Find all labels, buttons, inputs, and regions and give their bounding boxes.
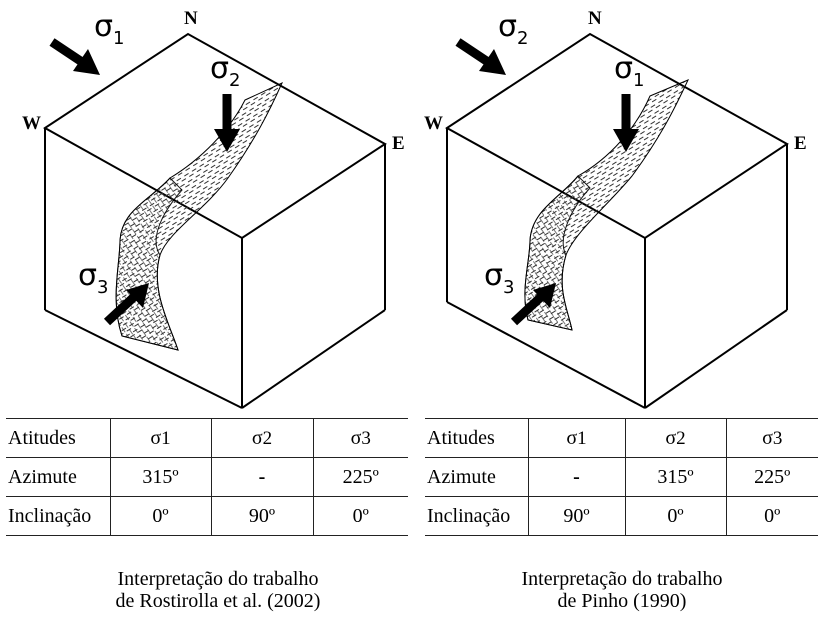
table-row: Azimute - 315º 225º [425,458,818,497]
north-label: N [588,8,602,29]
sigma1-label: σ1 [614,51,644,91]
header-atitudes: Atitudes [425,419,528,458]
cell-azimute-sigma1: 315º [110,458,211,497]
cell-azimute-sigma2: 315º [625,458,726,497]
cell-inclinacao-sigma2: 90º [211,497,313,536]
west-label: W [424,113,443,134]
row-label-inclinacao: Inclinação [6,497,110,536]
sigma3-label: σ3 [484,258,514,298]
header-sigma1: σ1 [110,419,211,458]
block-outline [447,34,787,408]
west-label: W [22,113,41,134]
header-sigma3: σ3 [313,419,408,458]
table-header-row: Atitudes σ1 σ2 σ3 [6,419,408,458]
cell-inclinacao-sigma3: 0º [726,497,818,536]
sigma1-label: σ1 [94,9,124,49]
cell-azimute-sigma3: 225º [726,458,818,497]
caption-line: Interpretação do trabalho [472,568,772,590]
sigma3-label: σ3 [78,258,108,298]
table-row: Inclinação 90º 0º 0º [425,497,818,536]
row-label-inclinacao: Inclinação [425,497,528,536]
header-sigma2: σ2 [625,419,726,458]
header-sigma1: σ1 [528,419,625,458]
sigma2-label: σ2 [498,9,528,49]
attitudes-table-pinho: Atitudes σ1 σ2 σ3 Azimute - 315º 225º In… [425,418,818,536]
row-label-azimute: Azimute [425,458,528,497]
attitudes-table-rostirolla: Atitudes σ1 σ2 σ3 Azimute 315º - 225º In… [6,418,408,536]
sigma2-label: σ2 [210,51,240,91]
table-header-row: Atitudes σ1 σ2 σ3 [425,419,818,458]
cell-inclinacao-sigma1: 90º [528,497,625,536]
header-sigma2: σ2 [211,419,313,458]
cell-azimute-sigma2: - [211,458,313,497]
header-atitudes: Atitudes [6,419,110,458]
caption-rostirolla: Interpretação do trabalho de Rostirolla … [68,568,368,612]
east-label: E [794,133,807,154]
block-outline [45,34,385,408]
east-label: E [392,133,405,154]
cell-inclinacao-sigma3: 0º [313,497,408,536]
table-row: Azimute 315º - 225º [6,458,408,497]
cell-inclinacao-sigma2: 0º [625,497,726,536]
cell-azimute-sigma3: 225º [313,458,408,497]
north-label: N [184,8,198,29]
block-diagram-pinho: N W E σ2 σ1 σ3 [424,8,807,408]
cell-inclinacao-sigma1: 0º [110,497,211,536]
cell-azimute-sigma1: - [528,458,625,497]
block-diagrams: N W E σ1 σ2 σ3 N [0,0,823,410]
block-diagram-rostirolla: N W E σ1 σ2 σ3 [22,8,405,408]
caption-pinho: Interpretação do trabalho de Pinho (1990… [472,568,772,612]
row-label-azimute: Azimute [6,458,110,497]
caption-line: de Rostirolla et al. (2002) [68,590,368,612]
sigma1-arrow [52,42,100,75]
sigma2-arrow [458,42,506,75]
header-sigma3: σ3 [726,419,818,458]
table-row: Inclinação 0º 90º 0º [6,497,408,536]
caption-line: de Pinho (1990) [472,590,772,612]
caption-line: Interpretação do trabalho [68,568,368,590]
shear-zone [116,83,282,350]
